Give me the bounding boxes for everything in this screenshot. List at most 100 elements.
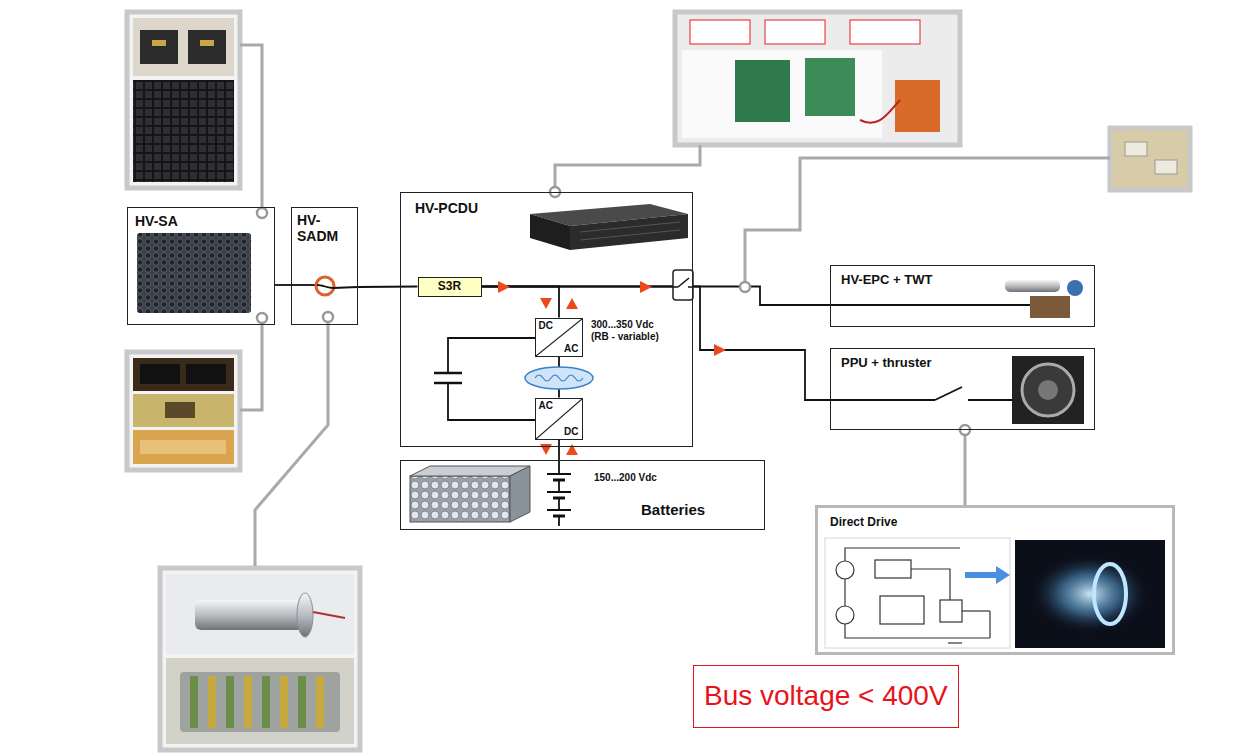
pcdu-board-photo bbox=[675, 12, 960, 145]
sadm-photo bbox=[316, 676, 324, 728]
switch-symbol bbox=[673, 286, 678, 288]
leader-dot bbox=[257, 208, 267, 218]
direct-drive-schematic bbox=[962, 610, 990, 611]
ac-dc-converter: ACDC bbox=[535, 398, 583, 440]
box-title: 150...200 Vdc bbox=[594, 472, 764, 484]
slip-ring-symbol bbox=[317, 285, 333, 288]
leader-line bbox=[240, 45, 1110, 566]
pcdu-board-photo bbox=[850, 20, 920, 44]
box-title: Direct Drive bbox=[830, 516, 1160, 530]
bus-tap-photo bbox=[1125, 142, 1147, 156]
pcdu-board-photo bbox=[805, 58, 855, 116]
direct-drive-schematic bbox=[825, 538, 1010, 648]
leader-line bbox=[555, 145, 700, 187]
cell-assembly-photo bbox=[133, 430, 234, 464]
thruster-plume-photo bbox=[1015, 540, 1165, 648]
sadm-photo bbox=[195, 600, 305, 630]
thruster-illustration bbox=[830, 356, 1084, 424]
leader-dot bbox=[257, 313, 267, 323]
battery-box: 150...200 VdcBatteries bbox=[400, 460, 765, 530]
plasma-arrow bbox=[965, 566, 1010, 584]
thruster-plume-photo bbox=[1030, 554, 1150, 634]
battery-symbol bbox=[547, 509, 571, 511]
power-flow-arrow bbox=[640, 281, 652, 293]
solar-cell-photo bbox=[127, 12, 240, 188]
sadm-photo bbox=[208, 676, 216, 728]
leader-line bbox=[255, 322, 328, 566]
twt-illustration bbox=[830, 304, 1030, 306]
direct-drive-schematic bbox=[825, 538, 1010, 648]
slip-ring-symbol bbox=[333, 287, 358, 288]
pcdu-unit-image bbox=[570, 214, 688, 250]
solar-cell-photo bbox=[188, 30, 226, 64]
direct-drive-schematic bbox=[836, 561, 854, 579]
solar-cell-photo bbox=[127, 12, 240, 188]
cell-assembly-photo bbox=[133, 358, 234, 391]
direct-drive-schematic bbox=[844, 579, 845, 606]
cell-assembly-photo bbox=[127, 352, 240, 470]
pcdu-unit-image bbox=[580, 230, 680, 240]
leader-line bbox=[240, 45, 262, 208]
plasma-arrow bbox=[965, 572, 998, 578]
box-title: DC bbox=[539, 320, 579, 332]
direct-drive-schematic bbox=[875, 560, 911, 578]
thruster-illustration bbox=[1038, 380, 1058, 400]
sadm-photo bbox=[280, 676, 288, 728]
cell-assembly-photo bbox=[186, 364, 226, 384]
converter-diagonal bbox=[536, 399, 582, 439]
transformer-symbol bbox=[535, 375, 583, 381]
battery-symbol bbox=[547, 473, 571, 475]
sadm-photo bbox=[166, 658, 354, 744]
dc-ac-converter: DCAC bbox=[535, 318, 583, 357]
twt-illustration bbox=[1067, 280, 1083, 296]
sadm-photo bbox=[190, 676, 198, 728]
twt-illustration bbox=[1005, 280, 1060, 292]
pcdu-unit-image bbox=[580, 222, 680, 232]
box-title: HV-PCDU bbox=[415, 200, 678, 216]
power-line bbox=[482, 287, 560, 318]
pcdu-board-photo bbox=[690, 20, 750, 44]
switch-symbol bbox=[678, 278, 689, 287]
solar-cell-photo bbox=[200, 40, 214, 46]
pcdu-unit-image bbox=[530, 204, 688, 250]
cell-assembly-photo bbox=[127, 352, 240, 470]
power-line bbox=[482, 287, 831, 401]
capacitor-symbol bbox=[434, 338, 535, 420]
box-text: DC bbox=[564, 426, 578, 438]
thruster-illustration bbox=[1022, 364, 1074, 416]
power-flow-arrow bbox=[540, 298, 552, 309]
leader-dot bbox=[257, 187, 970, 435]
bus-tap-photo bbox=[1155, 160, 1177, 174]
box-title: HV- SADM bbox=[297, 212, 352, 244]
pcdu-unit-image bbox=[530, 214, 570, 250]
box-text: Batteries bbox=[641, 501, 764, 518]
thruster-plume-photo bbox=[1094, 564, 1126, 624]
leader-line bbox=[240, 323, 262, 410]
cell-assembly-photo bbox=[165, 402, 195, 418]
sadm-box: HV- SADM bbox=[291, 207, 358, 325]
sadm-photo bbox=[262, 676, 270, 728]
load-box: PPU + thruster bbox=[830, 348, 1095, 430]
transformer-symbol bbox=[525, 367, 593, 389]
power-flow-arrow bbox=[566, 298, 578, 309]
solar-cell-photo bbox=[152, 40, 166, 46]
sadm-photo bbox=[298, 676, 306, 728]
sadm-photo bbox=[297, 593, 313, 637]
power-flow-arrow bbox=[566, 444, 578, 455]
pcdu-board-photo bbox=[682, 50, 882, 138]
direct-drive-schematic bbox=[836, 606, 854, 624]
power-line bbox=[482, 287, 831, 306]
solar-array-cells bbox=[137, 233, 251, 313]
leader-line bbox=[745, 158, 1110, 282]
solar-cell-photo bbox=[140, 30, 178, 64]
sadm-photo bbox=[160, 568, 360, 750]
capacitor-symbol bbox=[448, 338, 535, 373]
twt-illustration bbox=[1030, 296, 1070, 318]
cell-assembly-photo bbox=[133, 394, 234, 427]
power-flow-arrow bbox=[498, 281, 726, 455]
battery-pack-image bbox=[510, 466, 530, 522]
bus-tap-photo bbox=[1110, 128, 1190, 190]
thruster-plume-photo bbox=[1015, 540, 1165, 648]
box-title: S3R bbox=[438, 280, 461, 294]
box-title: HV-EPC + TWT bbox=[841, 273, 1084, 288]
